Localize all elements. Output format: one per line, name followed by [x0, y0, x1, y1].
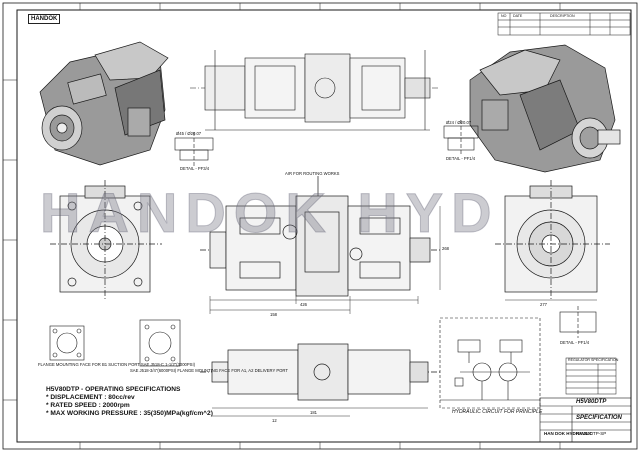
- dim-mount: 158: [270, 312, 277, 317]
- company-logo: HANDOK: [28, 14, 61, 24]
- spec-rated-speed: * RATED SPEED : 2000rpm: [46, 402, 130, 409]
- dim-bottom-1: 181: [310, 410, 317, 415]
- flange-caption-suction: FLANGE MOUNTING FACE FOR B1 SUCTION PORT…: [38, 362, 196, 367]
- title-company: HAN DOK HYDRAULIC: [544, 431, 593, 436]
- flange-caption-pressure: SAE J518-3/4"(6000PSI) FLANGE MOUNTING F…: [130, 368, 288, 373]
- note-main-view: AIR FOR ROUTING WORKS: [285, 171, 340, 176]
- watermark-text: HANDOK HYD: [40, 181, 500, 245]
- port-detail-dim-2: Ø24 / Ø20.07: [446, 120, 472, 125]
- rev-col-desc: DESCRIPTION: [550, 14, 575, 18]
- rev-col-date: DATE: [513, 14, 523, 18]
- detail-caption-1: DETAIL - PF3/4: [180, 166, 210, 171]
- circuit-caption: HYDRAULIC CIRCUIT FOR PRINCIPLE: [452, 409, 543, 415]
- port-detail-dim: Ø45 / Ø20.07: [176, 131, 202, 136]
- spec-title: H5V80DTP - OPERATING SPECIFICATIONS: [46, 386, 181, 393]
- title-doc-type: SPECIFICATION: [576, 415, 622, 421]
- spec-displacement: * DISPLACEMENT : 80cc/rev: [46, 394, 135, 401]
- dim-bottom-2: 12: [272, 418, 277, 423]
- spec-max-pressure: * MAX WORKING PRESSURE : 35(350)MPa(kgf/…: [46, 410, 213, 417]
- title-drawing-no: H5V80DTP-SP: [576, 431, 607, 436]
- detail-caption-2: DETAIL - PF1/4: [446, 156, 476, 161]
- dim-height: 268: [442, 246, 449, 251]
- dim-width: 277: [540, 302, 547, 307]
- spec-table-header: REGULATOR SPECIFICATION: [568, 358, 619, 362]
- title-model: H5V80DTP: [576, 399, 607, 405]
- detail-caption-3: DETAIL - PF1/4: [560, 340, 590, 345]
- operating-specifications: H5V80DTP - OPERATING SPECIFICATIONS * DI…: [46, 386, 213, 418]
- dim-overall: 426: [300, 302, 307, 307]
- rev-col-no: NO: [501, 14, 507, 18]
